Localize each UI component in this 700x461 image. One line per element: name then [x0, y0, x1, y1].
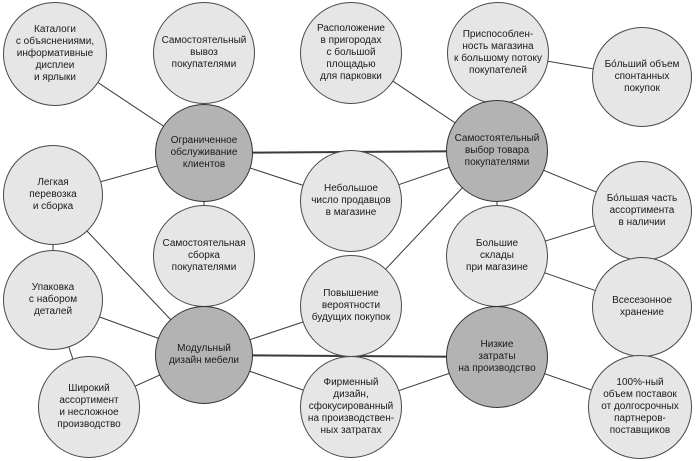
node-label: Приспособлен- ность магазина к большому … [454, 29, 542, 76]
node-label: 100%-ный объем поставок от долгосрочных … [601, 377, 679, 436]
node-year-round: Всесезонное хранение [592, 257, 692, 357]
node-label: Повышение вероятности будущих покупок [311, 288, 391, 323]
node-label: Большие склады при магазине [466, 238, 528, 273]
node-label: Небольшое число продавцов в магазине [311, 183, 391, 218]
node-self-assembly: Самостоятельная сборка покупателями [153, 205, 255, 307]
node-label: Ограниченное обслуживание клиентов [170, 135, 238, 170]
node-catalogs: Каталоги с объяснениями, информативные д… [3, 2, 107, 106]
node-long-term-suppliers: 100%-ный объем поставок от долгосрочных … [588, 355, 692, 459]
node-easy-transport: Легкая перевозка и сборка [3, 145, 103, 245]
node-self-pickup: Самостоятельный вывоз покупателями [153, 2, 255, 104]
node-label: Всесезонное хранение [612, 295, 672, 318]
node-few-sales-staff: Небольшое число продавцов в магазине [300, 150, 402, 252]
node-label: Расположение в пригородах с большой площ… [317, 23, 385, 82]
node-high-traffic: Приспособлен- ность магазина к большому … [447, 2, 549, 104]
node-label: Самостоятельная сборка покупателями [162, 238, 246, 273]
node-label: Самостоятельный выбор товара покупателям… [454, 133, 540, 168]
node-label: Самостоятельный вывоз покупателями [161, 35, 247, 70]
node-packaging-kit: Упаковка с набором деталей [3, 250, 103, 350]
node-branded-design: Фирменный дизайн, сфокусированный на про… [300, 356, 402, 458]
node-future-purchase: Повышение вероятности будущих покупок [300, 255, 402, 357]
node-low-cost: Низкие затраты на производство [446, 306, 548, 408]
node-wide-assortment: Широкий ассортимент и несложное производ… [38, 356, 140, 458]
node-self-selection: Самостоятельный выбор товара покупателям… [446, 100, 548, 202]
node-modular-design: Модульный дизайн мебели [155, 306, 253, 404]
node-label: Каталоги с объяснениями, информативные д… [15, 24, 95, 83]
node-label: Легкая перевозка и сборка [29, 177, 77, 212]
node-suburbs: Расположение в пригородах с большой площ… [300, 2, 402, 104]
node-large-warehouses: Большие склады при магазине [446, 205, 548, 307]
node-label: Широкий ассортимент и несложное производ… [57, 383, 121, 430]
node-label: Низкие затраты на производство [458, 339, 536, 374]
node-label: Бо́льший объем спонтанных покупок [604, 59, 680, 94]
node-label: Модульный дизайн мебели [168, 343, 240, 366]
node-more-stock: Бо́льшая часть ассортимента в наличии [592, 161, 692, 261]
node-label: Фирменный дизайн, сфокусированный на про… [307, 377, 395, 436]
node-label: Упаковка с набором деталей [28, 282, 78, 317]
node-label: Бо́льшая часть ассортимента в наличии [606, 193, 678, 228]
node-more-impulse: Бо́льший объем спонтанных покупок [592, 27, 692, 127]
node-limited-service: Ограниченное обслуживание клиентов [155, 104, 253, 202]
